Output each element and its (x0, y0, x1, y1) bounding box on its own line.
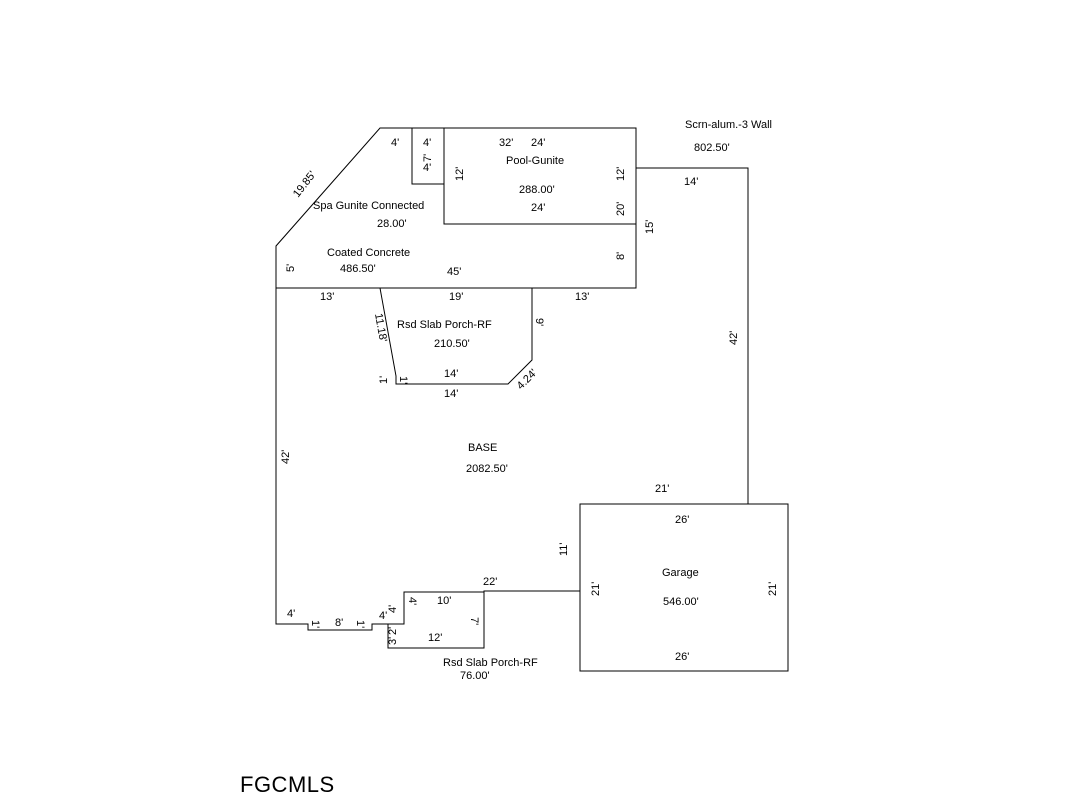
dim-label: 1' (309, 620, 321, 628)
spa-name: Spa Gunite Connected (313, 200, 424, 212)
dim-label: 42' (728, 331, 740, 345)
spa-outline (411, 128, 444, 185)
base-outline (275, 288, 580, 631)
dim-label: 8' (335, 617, 343, 629)
dim-label: 8' (615, 252, 627, 260)
garage-name: Garage (662, 567, 699, 579)
dim-label: 7' (468, 617, 480, 625)
dim-label: 45' (447, 266, 461, 278)
dim-label: 26' (675, 514, 689, 526)
dim-label: 4' (406, 597, 418, 605)
dim-label: 4' (379, 610, 387, 622)
pool-name: Pool-Gunite (506, 155, 564, 167)
dim-label: 26' (675, 651, 689, 663)
dim-label: 4' (423, 137, 431, 149)
dim-label: 2' (387, 627, 399, 635)
coated-area: 486.50' (340, 263, 376, 275)
dim-label: 10' (437, 595, 451, 607)
dim-label: 21' (767, 582, 779, 596)
dim-label: 5' (285, 264, 297, 272)
screen-enclosure-outline (636, 167, 749, 504)
upper-section-outline (275, 127, 637, 289)
screen-area: 802.50' (694, 142, 730, 154)
dim-label: 12' (428, 632, 442, 644)
porch-bottom-area: 76.00' (460, 670, 490, 682)
dim-label: 19' (449, 291, 463, 303)
porch-top-area: 210.50' (434, 338, 470, 350)
dim-label: 13' (320, 291, 334, 303)
dim-label: 4' (287, 608, 295, 620)
dim-label: 20' (615, 202, 627, 216)
dim-label: 15' (644, 220, 656, 234)
dim-label: 11.18' (372, 312, 389, 342)
dim-label: 3' (387, 637, 399, 645)
base-name: BASE (468, 442, 497, 454)
porch-top-name: Rsd Slab Porch-RF (397, 319, 492, 331)
dim-label: 22' (483, 576, 497, 588)
dim-label: 13' (575, 291, 589, 303)
dim-label: 21' (590, 582, 602, 596)
spa-area: 28.00' (377, 218, 407, 230)
dim-label: 4' (387, 605, 399, 613)
dim-label: 14' (444, 388, 458, 400)
dim-label: 14' (444, 368, 458, 380)
dim-label: 24' (531, 202, 545, 214)
dim-label: 42' (280, 450, 292, 464)
dim-label: 9' (533, 318, 545, 326)
dim-label: 19.85' (291, 169, 319, 200)
base-area: 2082.50' (466, 463, 508, 475)
dim-label: 4' (391, 137, 399, 149)
porch-bottom-name: Rsd Slab Porch-RF (443, 657, 538, 669)
brand-watermark: FGCMLS (240, 772, 335, 797)
dim-label: 32' (499, 137, 513, 149)
pool-area: 288.00' (519, 184, 555, 196)
garage-area: 546.00' (663, 596, 699, 608)
dim-label: 4' (423, 162, 431, 174)
dim-label: 21' (655, 483, 669, 495)
coated-name: Coated Concrete (327, 247, 410, 259)
pool-outline (443, 128, 636, 225)
porch-bottom-outline (387, 592, 485, 649)
dim-label: 4.24' (515, 367, 540, 392)
dim-label: 1' (397, 376, 409, 384)
dim-label: 1' (354, 620, 366, 628)
garage-outline (579, 503, 789, 672)
dim-label: 12' (615, 167, 627, 181)
dim-label: 12' (454, 167, 466, 181)
dim-label: 11' (558, 542, 570, 556)
dim-label: 24' (531, 137, 545, 149)
dim-label: 1' (378, 376, 390, 384)
dim-label: 14' (684, 176, 698, 188)
screen-name: Scrn-alum.-3 Wall (685, 119, 772, 131)
dim-label: 7' (422, 154, 434, 162)
porch-top-outline (379, 287, 533, 385)
